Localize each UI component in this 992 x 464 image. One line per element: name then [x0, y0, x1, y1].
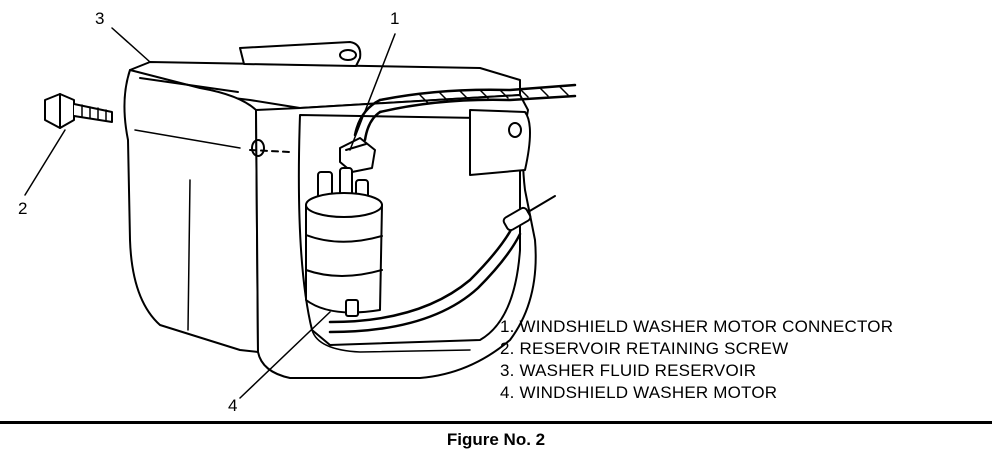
callout-4: 4 — [228, 396, 238, 415]
leader-lines — [24, 27, 396, 399]
callout-2: 2 — [18, 199, 28, 218]
legend-item: 2. RESERVOIR RETAINING SCREW — [500, 339, 789, 358]
figure-caption: Figure No. 2 — [446, 430, 546, 449]
parts-legend: 1. WINDSHIELD WASHER MOTOR CONNECTOR 2. … — [500, 316, 893, 404]
retaining-screw — [44, 93, 113, 129]
callout-3: 3 — [95, 9, 105, 28]
legend-item: 4. WINDSHIELD WASHER MOTOR — [500, 383, 778, 402]
legend-item: 1. WINDSHIELD WASHER MOTOR CONNECTOR — [500, 317, 894, 336]
outlet-hose — [328, 195, 556, 334]
divider-rule — [0, 421, 992, 424]
washer-motor — [305, 167, 383, 317]
callout-1: 1 — [390, 9, 400, 28]
motor-connector — [339, 137, 376, 173]
legend-item: 3. WASHER FLUID RESERVOIR — [500, 361, 757, 380]
wiring-harness — [353, 83, 577, 142]
